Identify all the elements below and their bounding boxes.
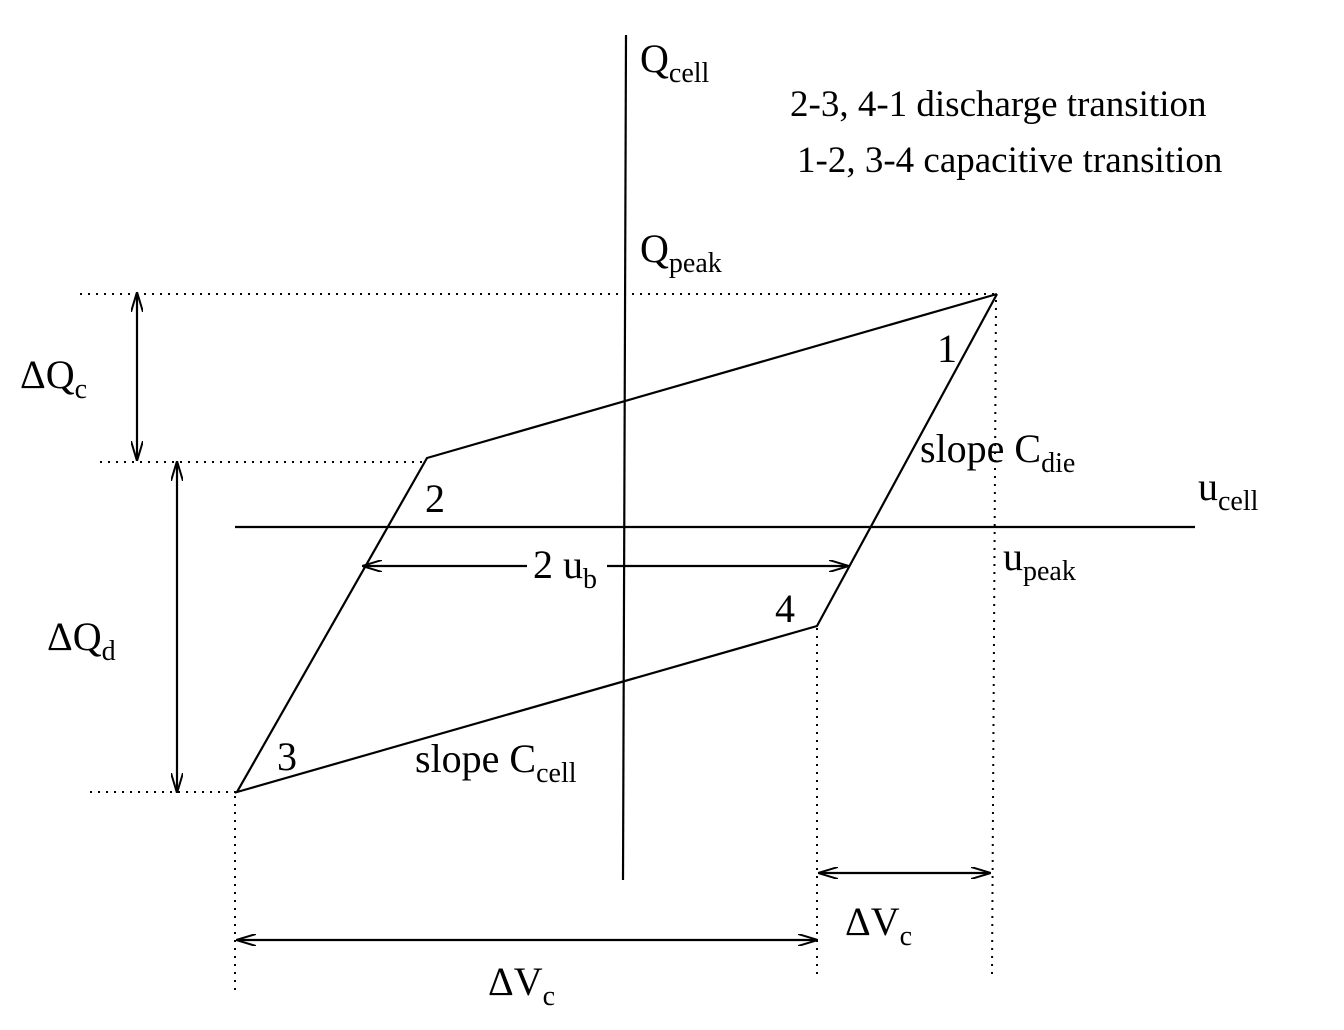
delta-vc-right-label: ΔVc: [845, 899, 912, 952]
u-peak-label: upeak: [1003, 534, 1076, 587]
ub-label: 2 ub: [533, 542, 597, 595]
point-2-label: 2: [425, 476, 445, 521]
point-1-label: 1: [937, 326, 957, 371]
q-axis: [621, 34, 628, 881]
qv-cycle-parallelogram: [234, 292, 998, 794]
delta-qd-label: ΔQd: [47, 614, 116, 667]
legend-capacitive: 1-2, 3-4 capacitive transition: [797, 140, 1222, 181]
slope-ccell-label: slope Ccell: [415, 736, 577, 789]
q-peak-label: Qpeak: [640, 226, 722, 279]
point-3-label: 3: [277, 734, 297, 779]
point-4-label: 4: [775, 586, 795, 631]
delta-vc-bottom-label: ΔVc: [488, 959, 555, 1012]
delta-qc-label: ΔQc: [20, 352, 87, 405]
u-cell-label: ucell: [1198, 464, 1259, 517]
slope-cdie-label: slope Cdie: [920, 426, 1075, 479]
legend-discharge: 2-3, 4-1 discharge transition: [790, 84, 1207, 125]
upeak-guide: [991, 299, 997, 976]
q-cell-label: Qcell: [640, 36, 710, 89]
